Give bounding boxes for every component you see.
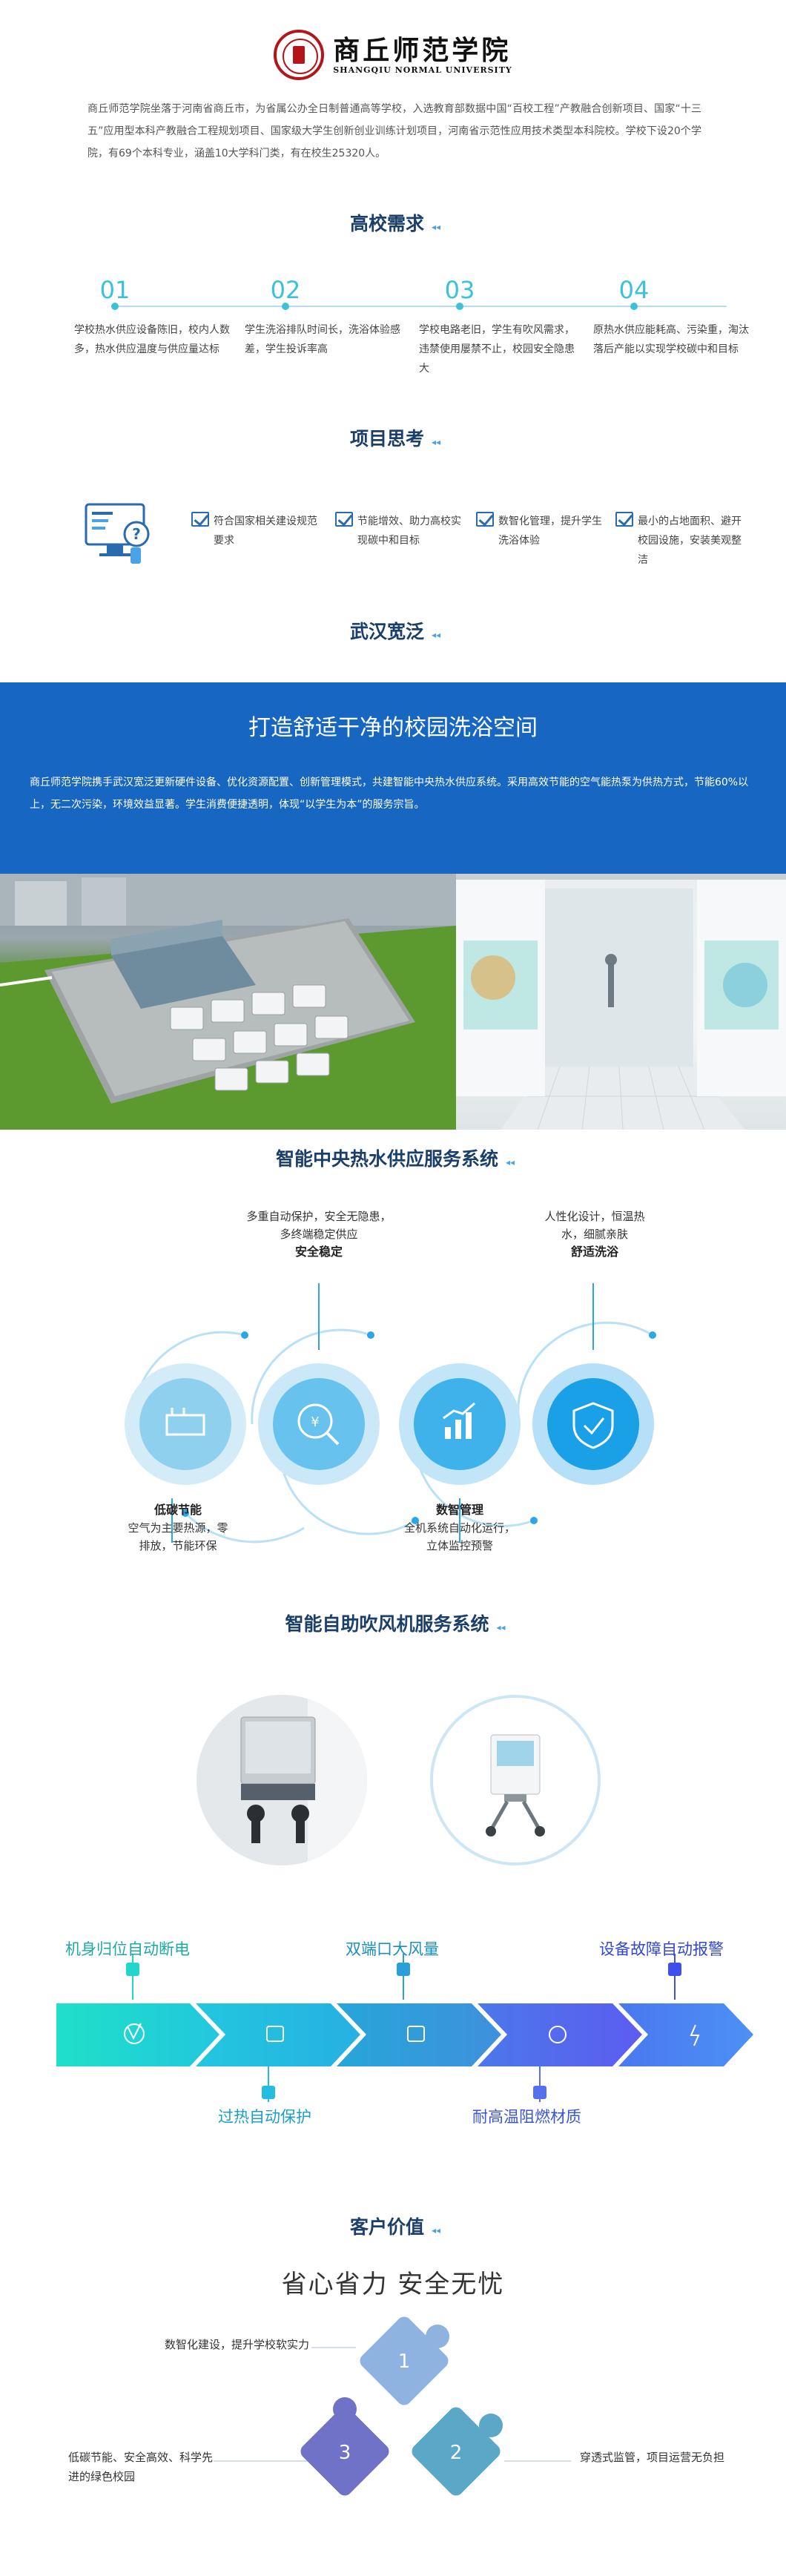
fan-process-arrows: [56, 2003, 753, 2066]
fan-step-label: 耐高温阻燃材质: [472, 2108, 581, 2126]
connector-line: [533, 2066, 546, 2102]
dots-icon: ◂◂: [431, 2224, 441, 2236]
school-seal-icon: [274, 30, 325, 80]
svg-text:?: ?: [132, 525, 141, 543]
needs-timeline: 01 学校热水供应设备陈旧，校内人数多，热水供应温度与供应量达标 02 学生洗浴…: [74, 276, 749, 402]
value-text-1: 数智化建设，提升学校软实力: [165, 2338, 310, 2351]
ring-digital: [399, 1363, 521, 1485]
cursor-icon: [127, 2023, 142, 2040]
thinking-list: ? 符合国家相关建设规范要求 节能增效、助力高校实现碳中和目标 数智化管理，提升…: [83, 494, 750, 576]
blue-banner: 打造舒适干净的校园洗浴空间 商丘师范学院携手武汉宽泛更新硬件设备、优化资源配置、…: [0, 682, 786, 874]
svg-text:1: 1: [398, 2351, 411, 2373]
heat-pump-rooftop-photo: [0, 874, 456, 1130]
connector-line: [668, 1954, 681, 2000]
value-text-3: 低碳节能、安全高效、科学先进的绿色校园: [68, 2451, 214, 2483]
thinking-item: 最小的占地面积、避开校园设施，安装美观整洁: [615, 512, 749, 570]
needs-section-title: 高校需求◂◂: [0, 209, 786, 236]
value-text-2: 穿透式监管，项目运营无负担: [580, 2451, 725, 2464]
dots-icon: ◂◂: [505, 1156, 515, 1167]
need-item: 03 学校电路老旧，学生有吹风需求，违禁使用屡禁不止，校园安全隐患大: [419, 276, 575, 375]
fan-step-label: 设备故障自动报警: [599, 1940, 724, 1958]
hot-water-section-title: 智能中央热水供应服务系统◂◂: [0, 1144, 786, 1171]
monitor-question-icon: ?: [85, 503, 150, 564]
thinking-item: 节能增效、助力高校实现碳中和目标: [335, 512, 461, 550]
fan-step-label: 双端口大风量: [346, 1940, 439, 1958]
need-item: 02 学生洗浴排队时间长，洗浴体验感差，学生投诉率高: [245, 276, 400, 355]
dots-icon: ◂◂: [431, 629, 441, 640]
fan-step-label: 机身归位自动断电: [65, 1940, 190, 1958]
thinking-item: 数智化管理，提升学生洗浴体验: [476, 512, 602, 550]
dryer-unit-photo: [430, 1695, 601, 1865]
star-icon: [124, 2023, 145, 2044]
puzzle-piece-2: 2: [412, 2407, 503, 2496]
need-item: 04 原热水供应能耗高、污染重，淘汰落后产能以实现学校碳中和目标: [593, 276, 749, 355]
timeline-dot: [456, 303, 463, 310]
connector-line: [397, 1954, 410, 2000]
check-icon: [335, 512, 353, 527]
check-icon: [476, 512, 494, 527]
connector-line: [262, 2066, 275, 2102]
banner-text: 商丘师范学院携手武汉宽泛更新硬件设备、优化资源配置、创新管理模式，共建智能中央热…: [30, 777, 749, 811]
ring-label-comfort: 人性化设计，恒温热水，细腻亲肤 舒适洗浴: [544, 1210, 645, 1259]
fan-section-title: 智能自助吹风机服务系统◂◂: [0, 1610, 786, 1636]
puzzle-diagram: 1 2 3: [214, 2316, 571, 2496]
check-icon: [615, 512, 633, 527]
puzzle-piece-1: 1: [360, 2316, 449, 2405]
check-icon: [191, 512, 209, 527]
dots-icon: ◂◂: [431, 221, 441, 232]
wuhan-section-title: 武汉宽泛◂◂: [0, 617, 786, 644]
puzzle-piece-3: 3: [300, 2397, 389, 2496]
dots-icon: ◂◂: [431, 436, 441, 447]
timeline-line: [111, 306, 727, 307]
timeline-dot: [282, 303, 289, 310]
ring-comfort: [532, 1363, 654, 1485]
school-intro: 商丘师范学院坐落于河南省商丘市，为省属公办全日制普通高等学校，入选教育部数据中国…: [87, 103, 701, 159]
school-logo: 商丘师范学院 SHANGQIU NORMAL UNIVERSITY: [0, 30, 786, 80]
value-subtitle: 省心省力 安全无忧: [281, 2270, 505, 2299]
banner-title: 打造舒适干净的校园洗浴空间: [248, 715, 538, 741]
timeline-dot: [630, 303, 638, 310]
connector-line: [126, 1954, 139, 2000]
timeline-dot: [111, 303, 119, 310]
svg-text:3: 3: [339, 2442, 351, 2464]
project-photos: [0, 874, 786, 1130]
dots-icon: ◂◂: [496, 1621, 506, 1633]
school-name-en: SHANGQIU NORMAL UNIVERSITY: [333, 65, 512, 75]
hot-water-ring-diagram: ¥ 多重自动保护，安全无隐患，多终端稳定供应 安全稳定 人性化设计，恒温热: [0, 1202, 786, 1587]
value-section-title: 客户价值◂◂: [0, 2213, 786, 2239]
ring-safety: ¥: [258, 1363, 380, 1485]
ring-label-digital: 数智管理 全机系统自动化运行，立体监控预警: [404, 1503, 516, 1552]
svg-text:2: 2: [450, 2442, 463, 2464]
fan-step-label: 过热自动保护: [218, 2108, 311, 2126]
wall-dryer-photo: [196, 1695, 367, 1865]
ring-label-safety: 多重自动保护，安全无隐患，多终端稳定供应 安全稳定: [246, 1210, 392, 1259]
school-name-cn: 商丘师范学院: [333, 34, 512, 66]
ring-low-carbon: [125, 1363, 246, 1485]
ring-label-low-carbon: 低碳节能 空气为主要热源，零排放，节能环保: [128, 1503, 228, 1552]
svg-text:¥: ¥: [311, 1414, 319, 1430]
thinking-section-title: 项目思考◂◂: [0, 424, 786, 451]
shower-room-photo: [456, 874, 786, 1130]
thinking-item: 符合国家相关建设规范要求: [191, 512, 321, 550]
need-item: 01 学校热水供应设备陈旧，校内人数多，热水供应温度与供应量达标: [74, 276, 230, 355]
